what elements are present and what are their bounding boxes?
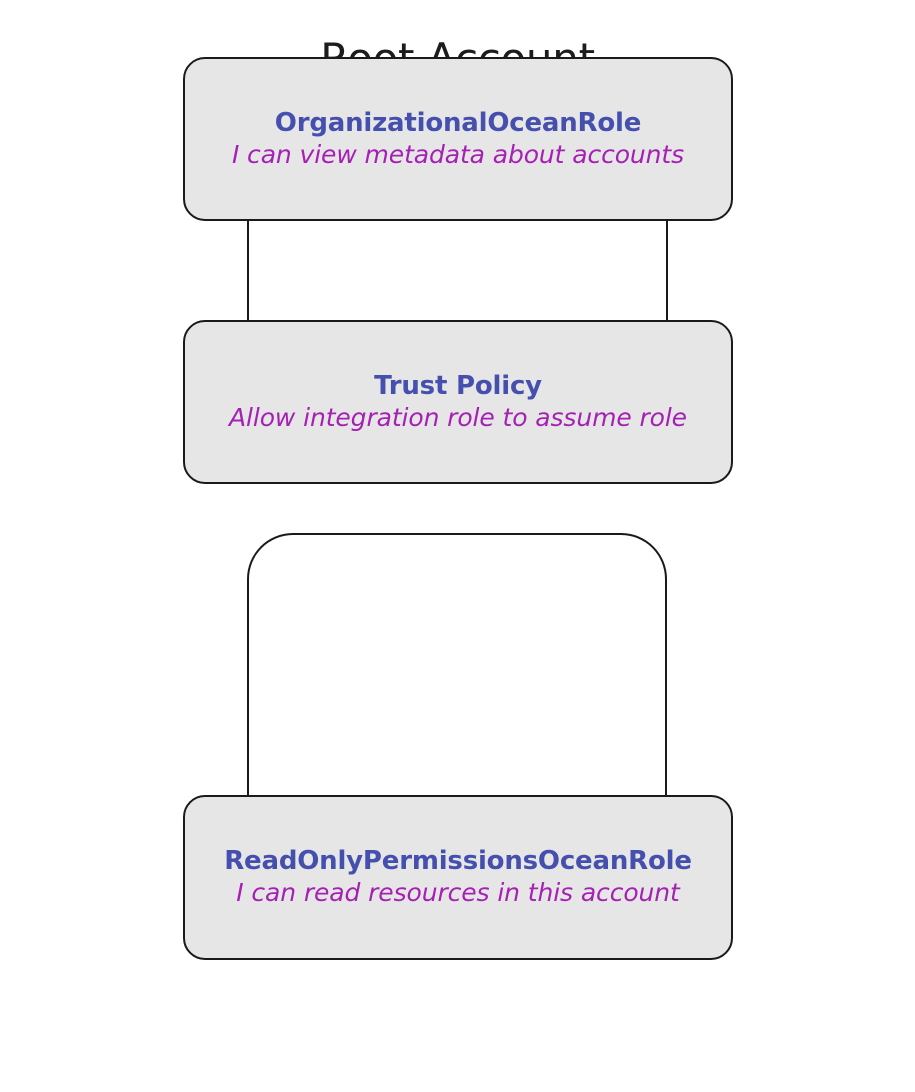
account-group-integration (247, 533, 667, 801)
role-subtitle-readonly-permissions-ocean-role: I can read resources in this account (236, 878, 680, 908)
policy-card-trust-policy[interactable]: Trust Policy Allow integration role to a… (183, 320, 733, 484)
role-title-organizational-ocean-role: OrganizationalOceanRole (274, 107, 642, 138)
policy-title-trust-policy: Trust Policy (374, 370, 542, 401)
account-group-root (247, 214, 668, 327)
role-card-organizational-ocean-role[interactable]: OrganizationalOceanRole I can view metad… (183, 57, 733, 221)
role-card-readonly-permissions-ocean-role[interactable]: ReadOnlyPermissionsOceanRole I can read … (183, 795, 733, 960)
role-title-readonly-permissions-ocean-role: ReadOnlyPermissionsOceanRole (224, 846, 692, 877)
role-subtitle-organizational-ocean-role: I can view metadata about accounts (231, 139, 685, 169)
policy-subtitle-trust-policy: Allow integration role to assume role (229, 402, 687, 432)
